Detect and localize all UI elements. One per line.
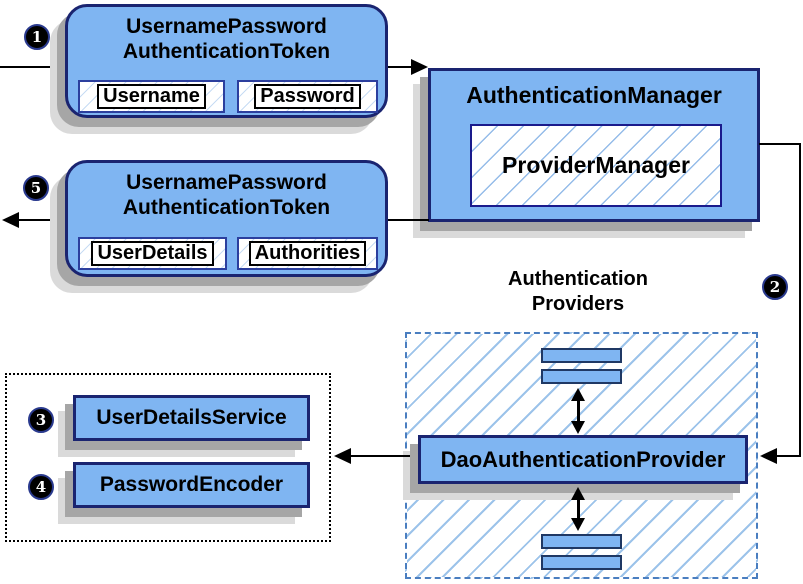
arrowhead-left-icon (2, 212, 19, 228)
double-arrow-top (577, 399, 580, 423)
token-response-title-line2: AuthenticationToken (122, 196, 331, 219)
auth-manager-box: AuthenticationManager ProviderManager (428, 68, 760, 222)
step-5-badge: 5 (23, 175, 49, 201)
provider-bar (541, 534, 622, 549)
step-2-badge: 2 (762, 274, 788, 300)
step-1-badge: 1 (24, 24, 50, 50)
provider-bar (541, 555, 622, 570)
badge-number: 4 (35, 477, 47, 496)
password-field: Password (237, 80, 378, 113)
flow-line-step2-bottom (776, 455, 801, 457)
arrowhead-left-icon (760, 448, 777, 464)
services-zone (5, 373, 331, 542)
user-details-service-label: UserDetailsService (96, 406, 287, 429)
badge-number: 3 (35, 410, 47, 429)
token-request-title: UsernamePassword AuthenticationToken (68, 7, 385, 64)
step-3-badge: 3 (28, 407, 54, 433)
badge-number: 5 (30, 178, 42, 197)
arrowhead-down-icon (571, 421, 585, 434)
flow-line-step1-in (0, 66, 65, 68)
provider-manager-box: ProviderManager (470, 124, 722, 207)
step-4-badge: 4 (28, 474, 54, 500)
arrowhead-right-icon (411, 59, 428, 75)
token-request-box: UsernamePassword AuthenticationToken Use… (65, 4, 388, 118)
flow-line-dao-to-services (350, 455, 410, 457)
providers-heading: Authentication Providers (448, 267, 708, 317)
flow-line-step5-in (388, 219, 429, 221)
username-field: Username (78, 80, 225, 113)
token-response-box: UsernamePassword AuthenticationToken Use… (65, 160, 388, 277)
user-details-service-box: UserDetailsService (73, 395, 310, 441)
token-request-title-line2: AuthenticationToken (122, 40, 331, 63)
flow-line-step2-top (759, 143, 801, 145)
arrowhead-up-icon (571, 388, 585, 401)
password-encoder-box: PasswordEncoder (73, 462, 310, 508)
badge-number: 2 (769, 277, 781, 296)
token-response-title-line1: UsernamePassword (126, 171, 327, 194)
token-response-title: UsernamePassword AuthenticationToken (68, 163, 385, 220)
flow-line-step1-out (388, 66, 412, 68)
provider-bar (541, 348, 622, 363)
flow-line-step2-vertical (799, 143, 801, 457)
arrowhead-down-icon (571, 518, 585, 531)
password-field-label: Password (254, 84, 361, 109)
providers-heading-line1: Authentication (508, 268, 648, 290)
badge-number: 1 (31, 27, 43, 46)
username-field-label: Username (97, 84, 206, 109)
authorities-field-label: Authorities (248, 241, 367, 266)
flow-line-step5-out (18, 219, 65, 221)
arrowhead-up-icon (571, 487, 585, 500)
authorities-field: Authorities (237, 237, 378, 270)
double-arrow-bottom (577, 498, 580, 520)
user-details-field-label: UserDetails (91, 241, 214, 266)
arrowhead-left-icon (334, 448, 351, 464)
auth-manager-title: AuthenticationManager (466, 82, 722, 108)
dao-authentication-provider-box: DaoAuthenticationProvider (418, 435, 748, 484)
token-request-title-line1: UsernamePassword (126, 15, 327, 38)
user-details-field: UserDetails (78, 237, 227, 270)
provider-manager-label: ProviderManager (502, 152, 690, 178)
password-encoder-label: PasswordEncoder (99, 473, 284, 496)
provider-bar (541, 369, 622, 384)
dao-authentication-provider-label: DaoAuthenticationProvider (440, 446, 726, 472)
providers-heading-line2: Providers (531, 293, 625, 315)
